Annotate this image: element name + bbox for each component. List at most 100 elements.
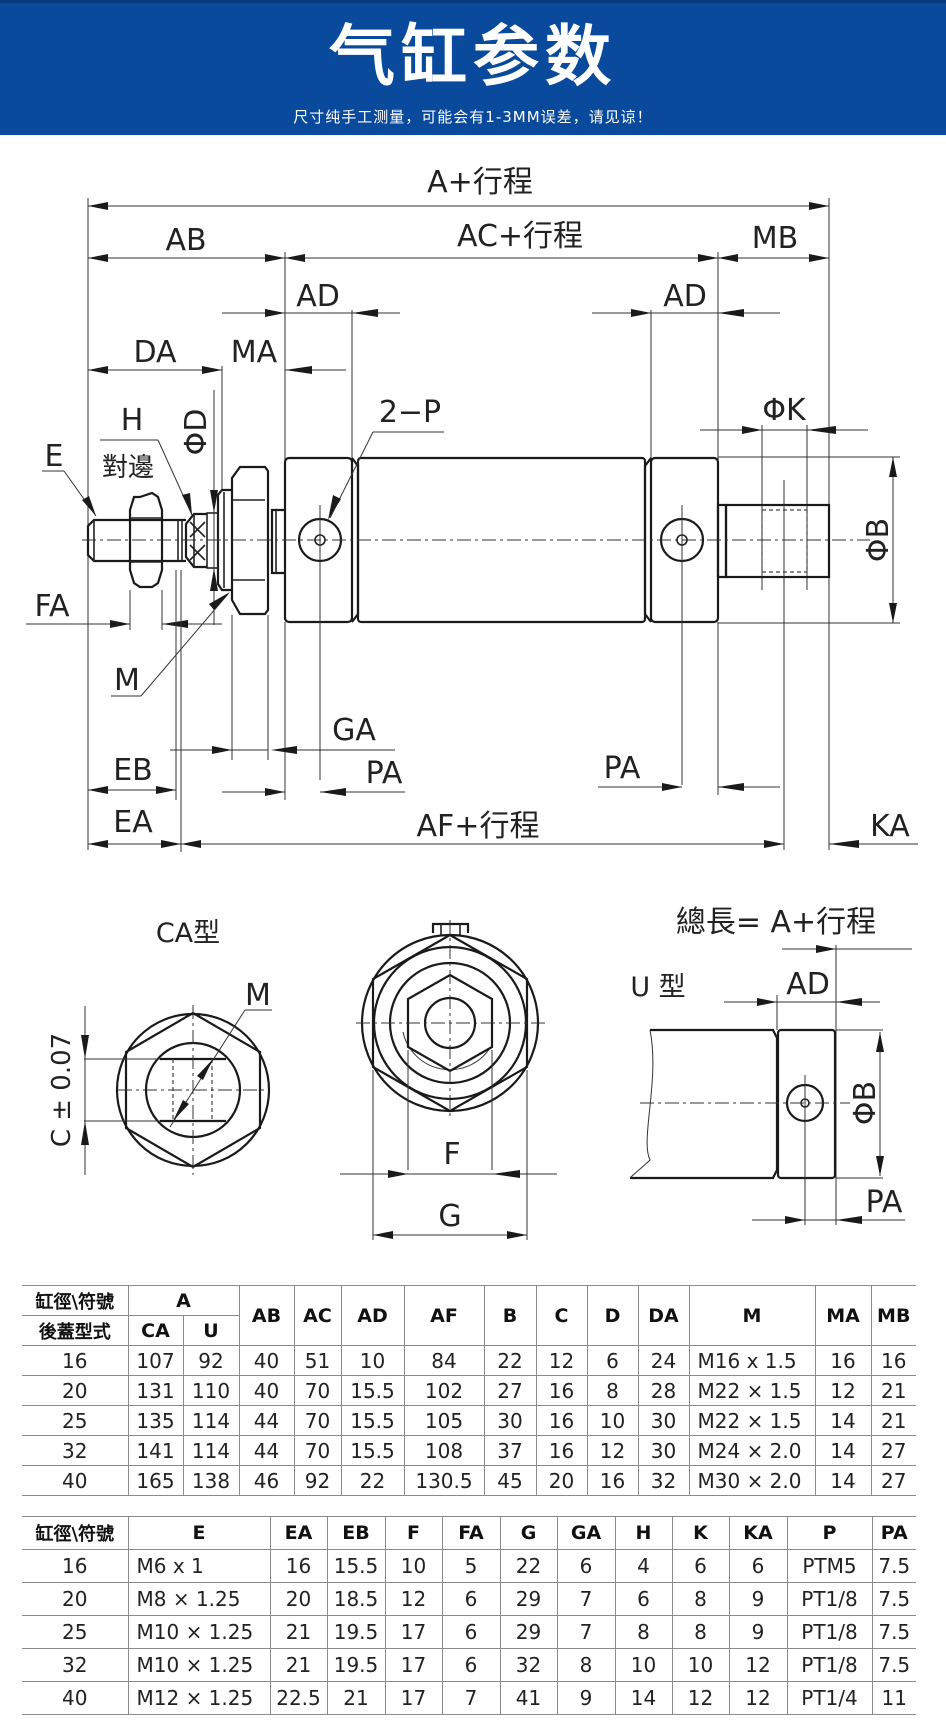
table-cell: 105 bbox=[403, 1405, 485, 1436]
label-m: M bbox=[114, 663, 140, 698]
bore-size-cell: 20 bbox=[22, 1582, 129, 1616]
header-m: M bbox=[688, 1285, 816, 1346]
label-ka: KA bbox=[870, 809, 910, 844]
header-rear-cover-type: 後蓋型式 bbox=[22, 1315, 129, 1346]
bore-size-cell: 32 bbox=[22, 1648, 129, 1682]
header-ga: GA bbox=[556, 1516, 616, 1550]
table-cell: 14 bbox=[814, 1435, 872, 1466]
header-da: DA bbox=[637, 1285, 690, 1346]
table-cell: 138 bbox=[182, 1465, 240, 1496]
u-label-phi-b: ΦB bbox=[848, 1081, 883, 1125]
table-cell: 12 bbox=[535, 1345, 588, 1376]
header-p: P bbox=[786, 1516, 873, 1550]
table-cell: 92 bbox=[293, 1465, 342, 1496]
u-type-side-view: 總長= A+行程 U 型 AD ΦB PA bbox=[629, 905, 912, 1225]
label-ma: MA bbox=[231, 335, 278, 370]
u-label-pa: PA bbox=[866, 1185, 903, 1220]
label-ga: GA bbox=[332, 713, 376, 748]
table-cell: 9 bbox=[728, 1615, 788, 1649]
header-eb: EB bbox=[326, 1516, 386, 1550]
table-cell: 6 bbox=[614, 1582, 673, 1616]
table-cell: M22 × 1.5 bbox=[688, 1405, 816, 1436]
table-cell: 12 bbox=[586, 1435, 639, 1466]
table-cell: 6 bbox=[441, 1615, 501, 1649]
bore-size-cell: 16 bbox=[22, 1345, 129, 1376]
rod-lock-nut bbox=[128, 491, 164, 589]
header-f: F bbox=[384, 1516, 443, 1550]
table-cell: 32 bbox=[637, 1465, 690, 1496]
table-cell: 30 bbox=[637, 1405, 690, 1436]
table-cell: 8 bbox=[671, 1615, 730, 1649]
table-cell: 12 bbox=[384, 1582, 443, 1616]
spec-table-dimensions-1: 缸徑\符號 A AB AC AD AF B C D DA M MA MB 後蓋型… bbox=[22, 1285, 916, 1496]
ca-type-end-view: CA型 M C ± 0.07 bbox=[47, 918, 272, 1175]
table-cell: PT1/4 bbox=[786, 1681, 873, 1715]
main-side-view: A+行程 AB AC+行程 MB AD AD DA MA ΦK bbox=[26, 165, 918, 852]
table-cell: 16 bbox=[535, 1435, 588, 1466]
table-cell: M10 × 1.25 bbox=[127, 1648, 271, 1682]
table2-header-row: 缸徑\符號 E EA EB F FA G GA H K KA P PA bbox=[22, 1516, 916, 1550]
table-cell: 15.5 bbox=[340, 1435, 405, 1466]
mounting-nut bbox=[230, 465, 270, 616]
u-total-length: 總長= A+行程 bbox=[676, 905, 876, 940]
label-pa-right: PA bbox=[604, 751, 641, 786]
table-cell: 40 bbox=[238, 1375, 295, 1406]
ca-label-m: M bbox=[245, 978, 271, 1013]
table-cell: 110 bbox=[182, 1375, 240, 1406]
header-banner: 气缸参数 尺寸纯手工测量，可能会有1-3MM误差，请见谅！ bbox=[0, 0, 946, 135]
table1-header-row-2: 後蓋型式 CA U bbox=[22, 1315, 916, 1346]
label-phi-d: ΦD bbox=[179, 409, 214, 456]
table-cell: PT1/8 bbox=[786, 1615, 873, 1649]
header-k: K bbox=[671, 1516, 730, 1550]
table-cell: 46 bbox=[238, 1465, 295, 1496]
table-cell: M8 × 1.25 bbox=[127, 1582, 271, 1616]
table-cell: 108 bbox=[403, 1435, 485, 1466]
label-fa: FA bbox=[34, 589, 70, 624]
table-cell: M6 x 1 bbox=[127, 1549, 271, 1583]
table-cell: 10 bbox=[384, 1549, 443, 1583]
table-cell: 114 bbox=[182, 1435, 240, 1466]
table-cell: 21 bbox=[870, 1375, 916, 1406]
table-cell: 20 bbox=[535, 1465, 588, 1496]
label-phi-k: ΦK bbox=[762, 393, 807, 428]
table-cell: 44 bbox=[238, 1405, 295, 1436]
table-cell: 7.5 bbox=[871, 1582, 916, 1616]
table-cell: 15.5 bbox=[340, 1405, 405, 1436]
table-cell: 19.5 bbox=[326, 1615, 386, 1649]
header-bore-symbol: 缸徑\符號 bbox=[22, 1285, 129, 1316]
table-cell: 70 bbox=[293, 1375, 342, 1406]
header-bore-symbol: 缸徑\符號 bbox=[22, 1516, 129, 1550]
label-ac-stroke: AC+行程 bbox=[457, 219, 583, 254]
table-cell: PT1/8 bbox=[786, 1648, 873, 1682]
table-cell: 29 bbox=[499, 1582, 558, 1616]
header-e: E bbox=[127, 1516, 271, 1550]
table-cell: 27 bbox=[483, 1375, 537, 1406]
bore-size-cell: 40 bbox=[22, 1681, 129, 1715]
table-cell: 5 bbox=[441, 1549, 501, 1583]
table-cell: 28 bbox=[637, 1375, 690, 1406]
table-cell: 7 bbox=[441, 1681, 501, 1715]
front-hex-nut bbox=[371, 933, 529, 1113]
table-cell: 24 bbox=[637, 1345, 690, 1376]
header-a: A bbox=[127, 1285, 240, 1316]
table-cell: 45 bbox=[483, 1465, 537, 1496]
table-cell: 131 bbox=[127, 1375, 184, 1406]
table-cell: 135 bbox=[127, 1405, 184, 1436]
header-c: C bbox=[535, 1285, 588, 1346]
front-label-g: G bbox=[438, 1199, 461, 1234]
header-pa: PA bbox=[871, 1516, 916, 1550]
table-cell: 8 bbox=[671, 1582, 730, 1616]
header-d: D bbox=[586, 1285, 639, 1346]
bore-size-cell: 16 bbox=[22, 1549, 129, 1583]
table-cell: 17 bbox=[384, 1615, 443, 1649]
header-ea: EA bbox=[269, 1516, 328, 1550]
table-cell: 12 bbox=[728, 1648, 788, 1682]
table-cell: 21 bbox=[326, 1681, 386, 1715]
